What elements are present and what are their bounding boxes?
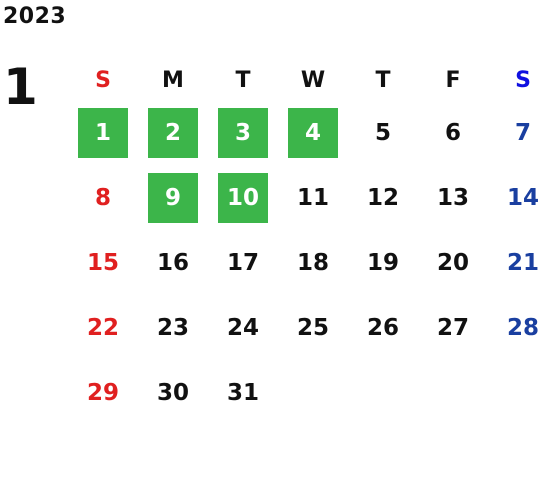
day-cell[interactable]: 11 [278, 173, 348, 223]
day-number: 14 [506, 184, 539, 211]
weekday-header-sunday: S [95, 67, 111, 93]
day-number: 16 [156, 249, 189, 276]
day-number: 18 [296, 249, 329, 276]
day-number: 24 [226, 314, 259, 341]
day-number: 13 [436, 184, 469, 211]
weekday-header-friday: F [445, 67, 461, 93]
day-cell[interactable]: 15 [68, 238, 138, 288]
weekday-header-row: S M T W T F S [68, 60, 548, 100]
weekday-header-tuesday: T [235, 67, 251, 93]
day-cell [278, 368, 348, 418]
weekday-header-monday: M [162, 67, 184, 93]
day-cell[interactable]: 16 [138, 238, 208, 288]
day-number: 20 [436, 249, 469, 276]
day-cell[interactable]: 12 [348, 173, 418, 223]
day-cell[interactable]: 17 [208, 238, 278, 288]
day-cell[interactable]: 2 [138, 107, 208, 158]
day-number: 25 [296, 314, 329, 341]
day-cell[interactable]: 30 [138, 368, 208, 418]
day-cell[interactable]: 3 [208, 107, 278, 158]
day-number: 28 [506, 314, 539, 341]
day-number [288, 368, 338, 418]
day-number: 11 [296, 184, 329, 211]
day-cell[interactable]: 22 [68, 303, 138, 353]
day-cell[interactable]: 10 [208, 172, 278, 223]
day-cell[interactable]: 27 [418, 303, 488, 353]
day-cell[interactable]: 19 [348, 238, 418, 288]
day-number: 26 [366, 314, 399, 341]
holiday-day-number: 9 [148, 172, 198, 223]
holiday-day-number: 10 [218, 172, 268, 223]
day-cell[interactable]: 5 [348, 108, 418, 158]
day-number: 6 [444, 119, 461, 146]
week-row: 8 9 10 11 12 13 14 [68, 165, 548, 230]
day-cell[interactable]: 25 [278, 303, 348, 353]
day-cell[interactable]: 20 [418, 238, 488, 288]
day-number: 23 [156, 314, 189, 341]
day-number: 12 [366, 184, 399, 211]
day-cell[interactable]: 1 [68, 107, 138, 158]
day-cell [488, 368, 548, 418]
weekday-header-wednesday: W [300, 67, 326, 93]
day-cell[interactable]: 6 [418, 108, 488, 158]
day-cell[interactable]: 18 [278, 238, 348, 288]
day-number: 21 [506, 249, 539, 276]
day-cell[interactable]: 28 [488, 303, 548, 353]
day-cell[interactable]: 26 [348, 303, 418, 353]
week-row: 29 30 31 [68, 360, 548, 425]
day-cell [418, 368, 488, 418]
day-number: 7 [514, 119, 531, 146]
day-cell[interactable]: 13 [418, 173, 488, 223]
year-label: 2023 [3, 4, 67, 29]
day-number: 31 [226, 379, 259, 406]
day-number [358, 368, 408, 418]
holiday-day-number: 2 [148, 107, 198, 158]
day-cell[interactable]: 23 [138, 303, 208, 353]
day-number: 29 [86, 379, 119, 406]
day-cell[interactable]: 7 [488, 108, 548, 158]
month-number: 1 [3, 58, 38, 116]
day-cell[interactable]: 14 [488, 173, 548, 223]
day-cell[interactable]: 8 [68, 173, 138, 223]
day-number: 22 [86, 314, 119, 341]
holiday-day-number: 1 [78, 107, 128, 158]
day-number: 5 [374, 119, 391, 146]
week-row: 15 16 17 18 19 20 21 [68, 230, 548, 295]
day-number: 17 [226, 249, 259, 276]
weekday-header-thursday: T [375, 67, 391, 93]
day-cell[interactable]: 29 [68, 368, 138, 418]
day-number [498, 368, 548, 418]
weekday-header-saturday: S [515, 67, 531, 93]
day-cell[interactable]: 21 [488, 238, 548, 288]
day-cell[interactable]: 9 [138, 172, 208, 223]
holiday-day-number: 3 [218, 107, 268, 158]
day-number: 8 [94, 184, 111, 211]
day-cell[interactable]: 31 [208, 368, 278, 418]
day-cell[interactable]: 24 [208, 303, 278, 353]
day-number: 15 [86, 249, 119, 276]
day-number [428, 368, 478, 418]
week-row: 22 23 24 25 26 27 28 [68, 295, 548, 360]
day-number: 30 [156, 379, 189, 406]
day-cell[interactable]: 4 [278, 107, 348, 158]
day-cell [348, 368, 418, 418]
holiday-day-number: 4 [288, 107, 338, 158]
day-number: 19 [366, 249, 399, 276]
day-number: 27 [436, 314, 469, 341]
